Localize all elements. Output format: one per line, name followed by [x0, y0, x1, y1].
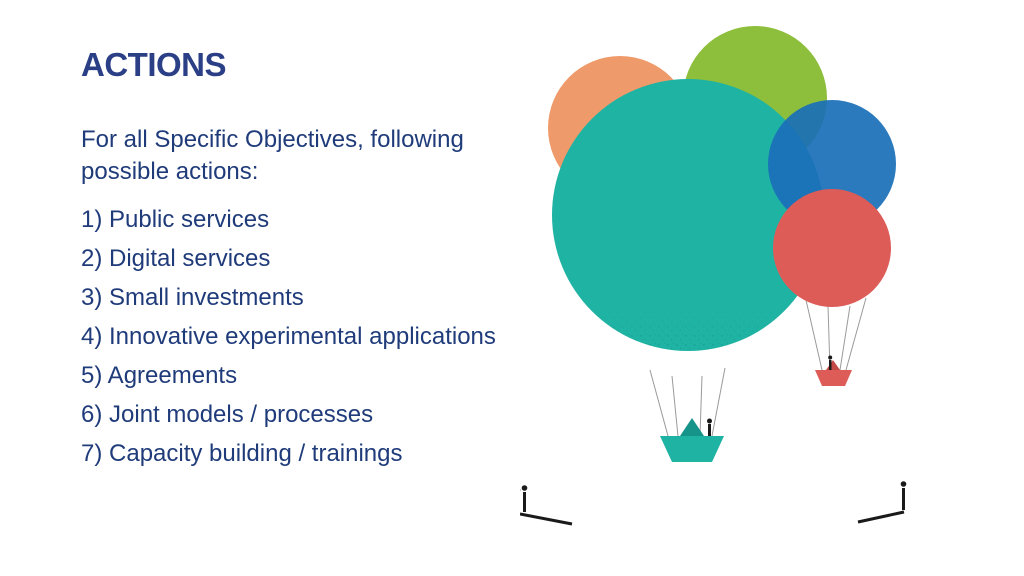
paper-boat-icon — [660, 436, 724, 462]
blue-balloon-icon — [768, 100, 896, 228]
person-figure-icon — [520, 355, 907, 512]
list-item: 4) Innovative experimental applications — [81, 323, 496, 350]
balloon-ropes — [649, 297, 867, 437]
paper-boat-icon — [815, 370, 852, 386]
action-list: 1) Public services 2) Digital services 3… — [81, 200, 496, 473]
slide-title: ACTIONS — [81, 46, 227, 83]
red-balloon-icon — [773, 189, 891, 307]
list-item: 3) Small investments — [81, 284, 304, 311]
list-item: 2) Digital services — [81, 245, 271, 272]
list-item: 5) Agreements — [81, 362, 238, 389]
intro-text: For all Specific Objectives, following p… — [81, 126, 464, 185]
figure-shadows — [520, 510, 905, 526]
list-item: 1) Public services — [81, 206, 270, 233]
balloon-illustration — [520, 26, 907, 526]
list-item: 6) Joint models / processes — [81, 401, 374, 428]
list-item: 7) Capacity building / trainings — [81, 440, 403, 467]
